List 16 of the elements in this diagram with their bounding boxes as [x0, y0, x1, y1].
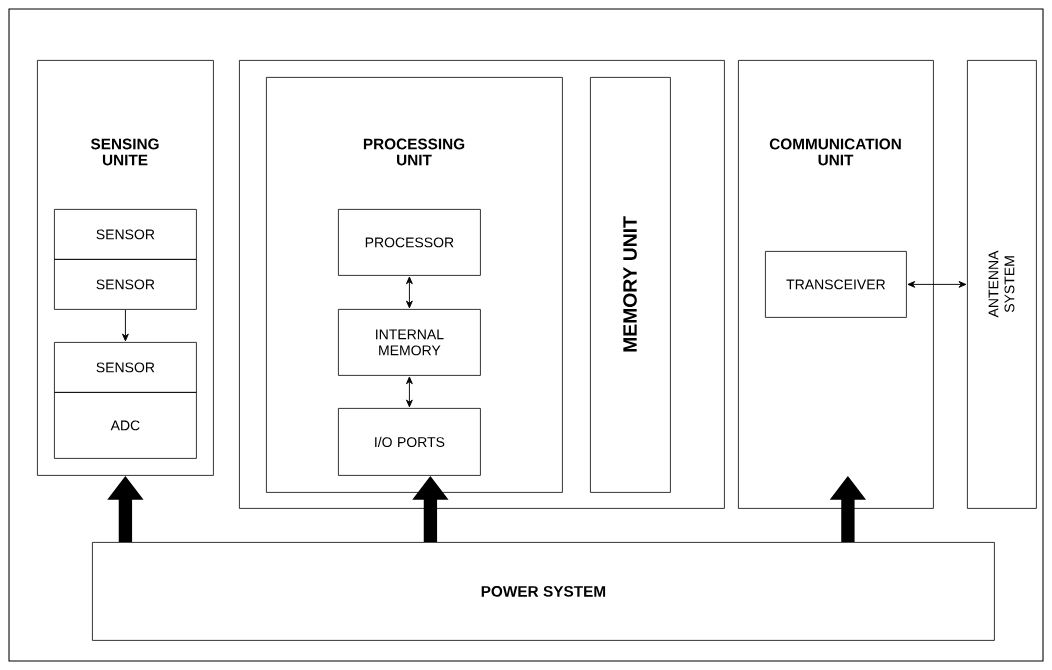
component-box: I/O PORTS	[338, 408, 481, 476]
sensor-box: SENSOR	[54, 342, 197, 393]
memory-unit-box: MEMORY UNIT	[590, 77, 671, 493]
arrow	[122, 309, 129, 342]
antenna-box: ANTENNA SYSTEM	[967, 60, 1037, 509]
double-arrow	[907, 281, 967, 288]
double-arrow	[406, 376, 413, 408]
frame-box	[239, 60, 725, 509]
adc-box: ADC	[54, 392, 197, 459]
transceiver-box: TRANSCEIVER	[765, 251, 907, 318]
sensor-box: SENSOR	[54, 259, 197, 310]
component-box: PROCESSOR	[338, 209, 481, 276]
sensor-box: SENSOR	[54, 209, 197, 260]
power-system-box: POWER SYSTEM	[92, 542, 995, 641]
double-arrow	[406, 276, 413, 309]
component-box: INTERNAL MEMORY	[338, 309, 481, 376]
